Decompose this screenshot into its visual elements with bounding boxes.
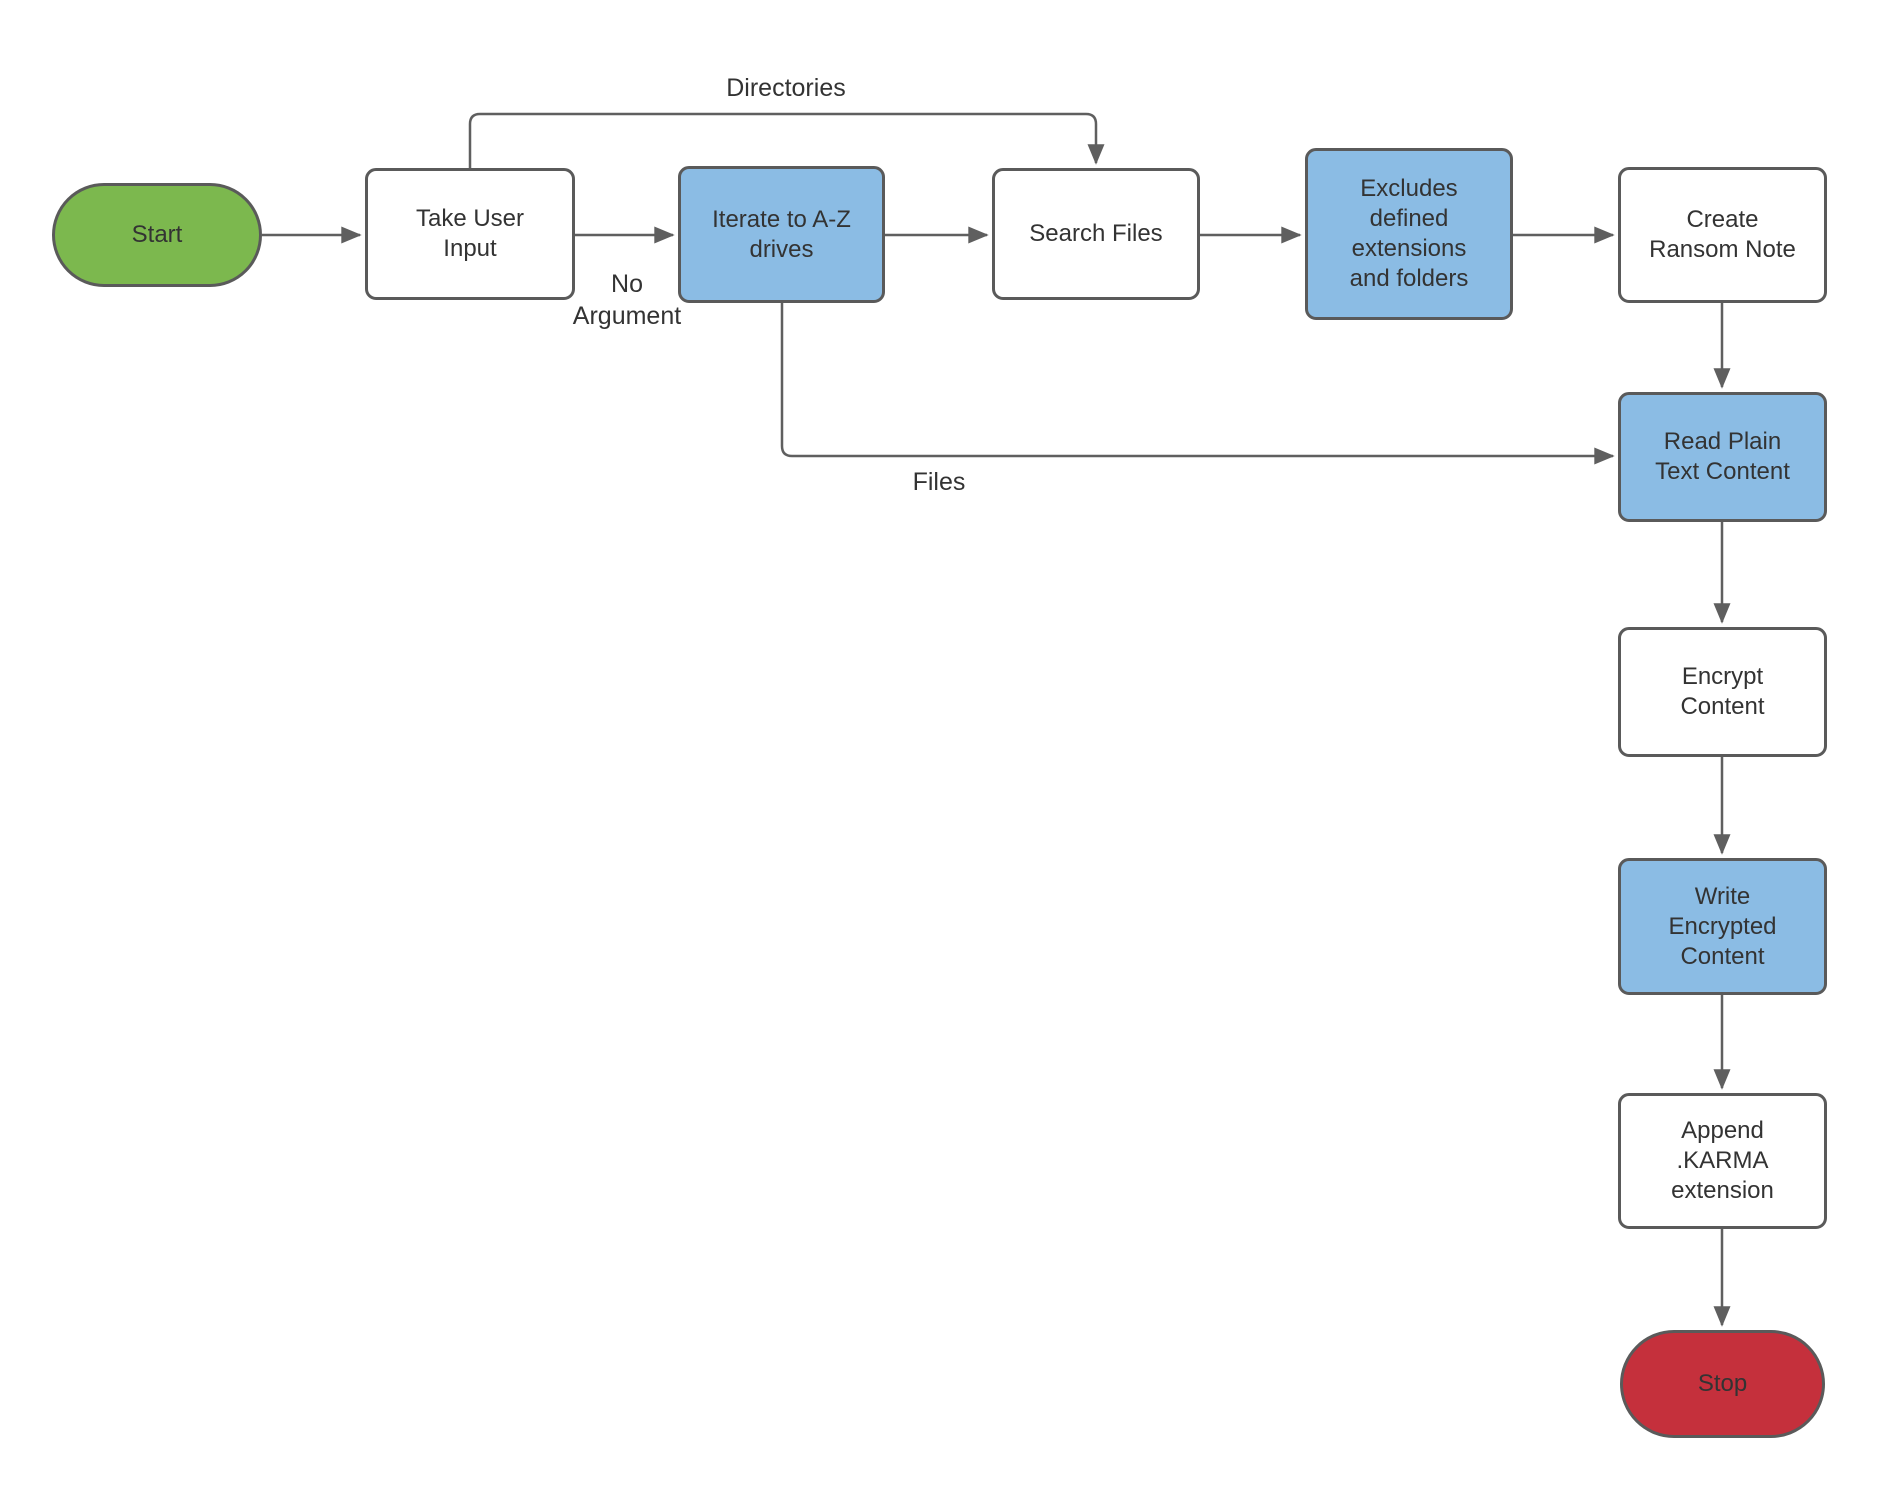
node-excludes-extensions-label: Excludes defined extensions and folders: [1349, 175, 1469, 292]
node-append-karma: Append .KARMA extension: [1618, 1093, 1827, 1229]
edge-take-user-input-to-search-files-directories: [468, 112, 1105, 168]
node-search-files: Search Files: [992, 168, 1200, 300]
node-start-label: Start: [131, 221, 183, 248]
edge-iterate-drives-to-read-plain-text-files: [780, 303, 1615, 465]
node-create-ransom-note: Create Ransom Note: [1618, 167, 1827, 303]
node-encrypt-content: Encrypt Content: [1618, 627, 1827, 757]
node-take-user-input-label: Take User Input: [415, 205, 525, 262]
node-search-files-label: Search Files: [1029, 220, 1163, 247]
node-read-plain-text-label: Read Plain Text Content: [1655, 428, 1790, 485]
node-create-ransom-note-label: Create Ransom Note: [1649, 206, 1796, 263]
node-read-plain-text: Read Plain Text Content: [1618, 392, 1827, 522]
node-iterate-drives: Iterate to A-Z drives: [678, 166, 885, 303]
edge-label-directories: Directories: [726, 74, 846, 102]
node-take-user-input: Take User Input: [365, 168, 575, 300]
node-write-encrypted-label: Write Encrypted Content: [1668, 882, 1777, 970]
node-excludes-extensions: Excludes defined extensions and folders: [1305, 148, 1513, 320]
node-stop-label: Stop: [1697, 1370, 1748, 1397]
node-start: Start: [52, 183, 262, 287]
node-write-encrypted: Write Encrypted Content: [1618, 858, 1827, 995]
node-append-karma-label: Append .KARMA extension: [1671, 1117, 1774, 1204]
edge-label-no-argument: No Argument: [572, 270, 682, 330]
node-iterate-drives-label: Iterate to A-Z drives: [712, 205, 851, 263]
node-encrypt-content-label: Encrypt Content: [1680, 663, 1765, 720]
node-stop: Stop: [1620, 1330, 1825, 1438]
edge-label-files: Files: [912, 468, 966, 496]
